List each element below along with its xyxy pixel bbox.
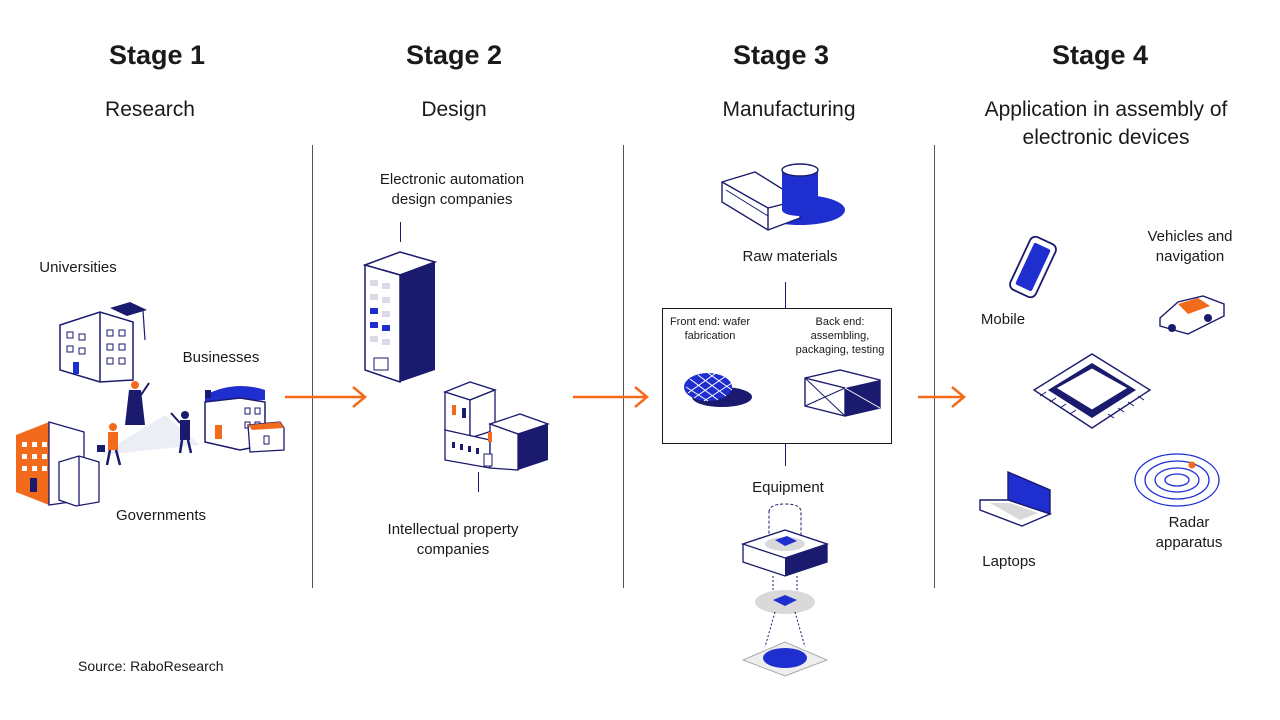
arrow-right-icon [573, 386, 649, 408]
arrow-right-icon [285, 386, 367, 408]
raw-materials-label: Raw materials [742, 248, 838, 265]
source-note: Source: RaboResearch [78, 658, 224, 674]
connector-line [478, 472, 479, 492]
stage-3-subtitle: Manufacturing [722, 98, 856, 121]
office-tower-icon [362, 251, 438, 384]
university-building-icon [59, 302, 147, 383]
laptops-label: Laptops [982, 553, 1036, 570]
raw-materials-icon [721, 163, 845, 231]
laptop-icon [979, 470, 1052, 527]
business-building-icon [204, 386, 285, 453]
car-icon [1159, 295, 1225, 335]
microchip-icon [1032, 353, 1152, 429]
stage-4-subtitle: Application in assembly of electronic de… [984, 98, 1228, 149]
vehicles-label: Vehicles and navigation [1147, 228, 1233, 265]
wafer-icon [684, 372, 752, 407]
businesses-label: Businesses [182, 349, 260, 366]
process-box [662, 308, 892, 444]
ip-building-icon [443, 381, 550, 471]
eda-companies-label: Electronic automation design companies [379, 171, 525, 208]
stage-4-title: Stage 4 [1051, 40, 1149, 70]
front-end-label: Front end: wafer fabrication [669, 316, 751, 342]
government-building-icon [16, 421, 100, 507]
stage-1-title: Stage 1 [108, 40, 206, 70]
divider-2 [623, 145, 624, 588]
stage-2-title: Stage 2 [405, 40, 503, 70]
divider-1 [312, 145, 313, 588]
mobile-label: Mobile [980, 311, 1026, 328]
governments-label: Governments [115, 507, 207, 524]
stage-3-title: Stage 3 [732, 40, 830, 70]
universities-label: Universities [39, 259, 117, 276]
mobile-phone-icon [1009, 235, 1057, 299]
stage-2-subtitle: Design [421, 98, 487, 121]
equipment-icon [740, 503, 830, 677]
people-icon [97, 381, 200, 466]
back-end-label: Back end: assembling, packaging, testing [795, 316, 885, 356]
ip-companies-label: Intellectual property companies [387, 521, 519, 558]
connector-line [785, 444, 786, 466]
arrow-right-icon [918, 386, 966, 408]
divider-3 [934, 145, 935, 588]
connector-line [785, 282, 786, 308]
equipment-label: Equipment [752, 479, 824, 496]
radar-icon [1134, 453, 1220, 507]
connector-line [400, 222, 401, 242]
radar-label: Radar apparatus [1155, 514, 1223, 551]
stage-1-subtitle: Research [105, 98, 195, 121]
package-box-icon [804, 369, 881, 417]
